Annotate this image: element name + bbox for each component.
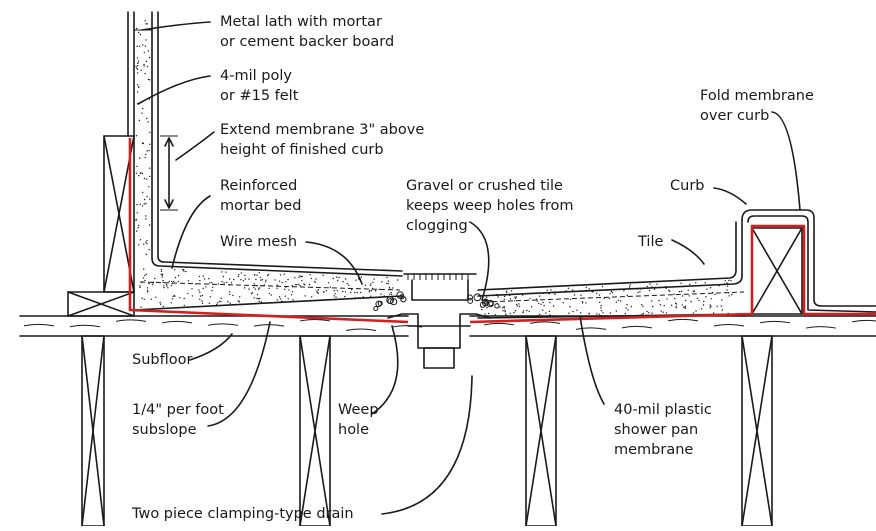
label-subfloor-line1: Subfloor bbox=[132, 352, 193, 368]
label-drain: Two piece clamping-type drain bbox=[132, 504, 354, 524]
label-extend: Extend membrane 3" above height of finis… bbox=[220, 120, 424, 160]
label-membrane-line1: 40-mil plastic bbox=[614, 402, 712, 418]
label-poly-line2: or #15 felt bbox=[220, 88, 299, 104]
label-mortar-line1: Reinforced bbox=[220, 178, 298, 194]
label-weep-line2: hole bbox=[338, 422, 370, 438]
label-curb-line1: Curb bbox=[670, 178, 705, 194]
label-lath: Metal lath with mortar or cement backer … bbox=[220, 12, 394, 52]
shower-pan-membrane bbox=[128, 138, 876, 324]
label-mortar: Reinforced mortar bed bbox=[220, 176, 301, 216]
label-weep-line1: Weep bbox=[338, 402, 379, 418]
label-lath-line2: or cement backer board bbox=[220, 34, 395, 50]
dimension-arrow bbox=[160, 135, 178, 211]
label-mesh-line1: Wire mesh bbox=[220, 234, 298, 250]
label-slope-line1: 1/4" per foot bbox=[132, 402, 224, 418]
label-poly: 4-mil poly or #15 felt bbox=[220, 66, 298, 106]
label-mortar-line2: mortar bed bbox=[220, 198, 302, 214]
label-fold-line1: Fold membrane bbox=[700, 88, 814, 104]
label-weep: Weep hole bbox=[338, 400, 379, 440]
label-gravel: Gravel or crushed tile keeps weep holes … bbox=[406, 176, 574, 236]
label-mesh: Wire mesh bbox=[220, 232, 297, 252]
label-gravel-line1: Gravel or crushed tile bbox=[406, 178, 563, 194]
label-membrane-line3: membrane bbox=[614, 442, 694, 458]
label-lath-line1: Metal lath with mortar bbox=[220, 14, 382, 30]
label-slope-line2: subslope bbox=[132, 422, 197, 438]
label-curb: Curb bbox=[670, 176, 704, 196]
label-extend-line1: Extend membrane 3" above bbox=[220, 122, 425, 138]
label-poly-line1: 4-mil poly bbox=[220, 68, 292, 84]
label-tile-line1: Tile bbox=[638, 234, 664, 250]
label-fold-line2: over curb bbox=[700, 108, 770, 124]
label-gravel-line2: keeps weep holes from bbox=[406, 198, 574, 214]
label-gravel-line3: clogging bbox=[406, 218, 468, 234]
drain-assembly bbox=[373, 273, 500, 369]
leader-lines bbox=[137, 21, 801, 515]
label-extend-line2: height of finished curb bbox=[220, 142, 384, 158]
label-slope: 1/4" per foot subslope bbox=[132, 400, 224, 440]
label-fold: Fold membrane over curb bbox=[700, 86, 814, 126]
label-subfloor: Subfloor bbox=[132, 350, 192, 370]
mortar-bed-left bbox=[133, 20, 403, 311]
label-membrane-line2: shower pan bbox=[614, 422, 699, 438]
label-membrane: 40-mil plastic shower pan membrane bbox=[614, 400, 712, 460]
wall-framing bbox=[67, 11, 135, 317]
label-drain-line1: Two piece clamping-type drain bbox=[132, 506, 354, 522]
label-tile: Tile bbox=[638, 232, 663, 252]
